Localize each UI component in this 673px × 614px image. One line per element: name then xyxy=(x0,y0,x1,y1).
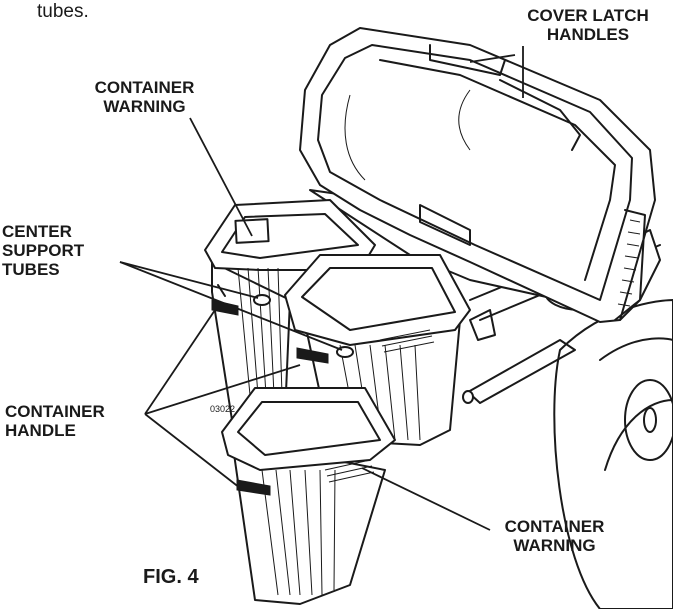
label-cover-latch-handles: COVER LATCH HANDLES xyxy=(527,6,649,44)
leader-lines xyxy=(119,46,524,531)
intro-fragment: tubes. xyxy=(37,1,89,22)
center-support-tube-marks xyxy=(253,294,354,358)
wheel xyxy=(553,299,673,610)
label-container-handle: CONTAINER HANDLE xyxy=(5,402,105,440)
label-center-support-tubes: CENTER SUPPORT TUBES xyxy=(2,222,85,279)
label-container-warning-bottom: CONTAINER WARNING xyxy=(504,517,605,555)
drawing-code: 03022 xyxy=(210,404,235,414)
open-cover xyxy=(299,27,656,323)
label-container-warning-top: CONTAINER WARNING xyxy=(94,78,195,116)
container-bottom xyxy=(221,387,396,605)
figure-caption: FIG. 4 xyxy=(143,566,199,588)
